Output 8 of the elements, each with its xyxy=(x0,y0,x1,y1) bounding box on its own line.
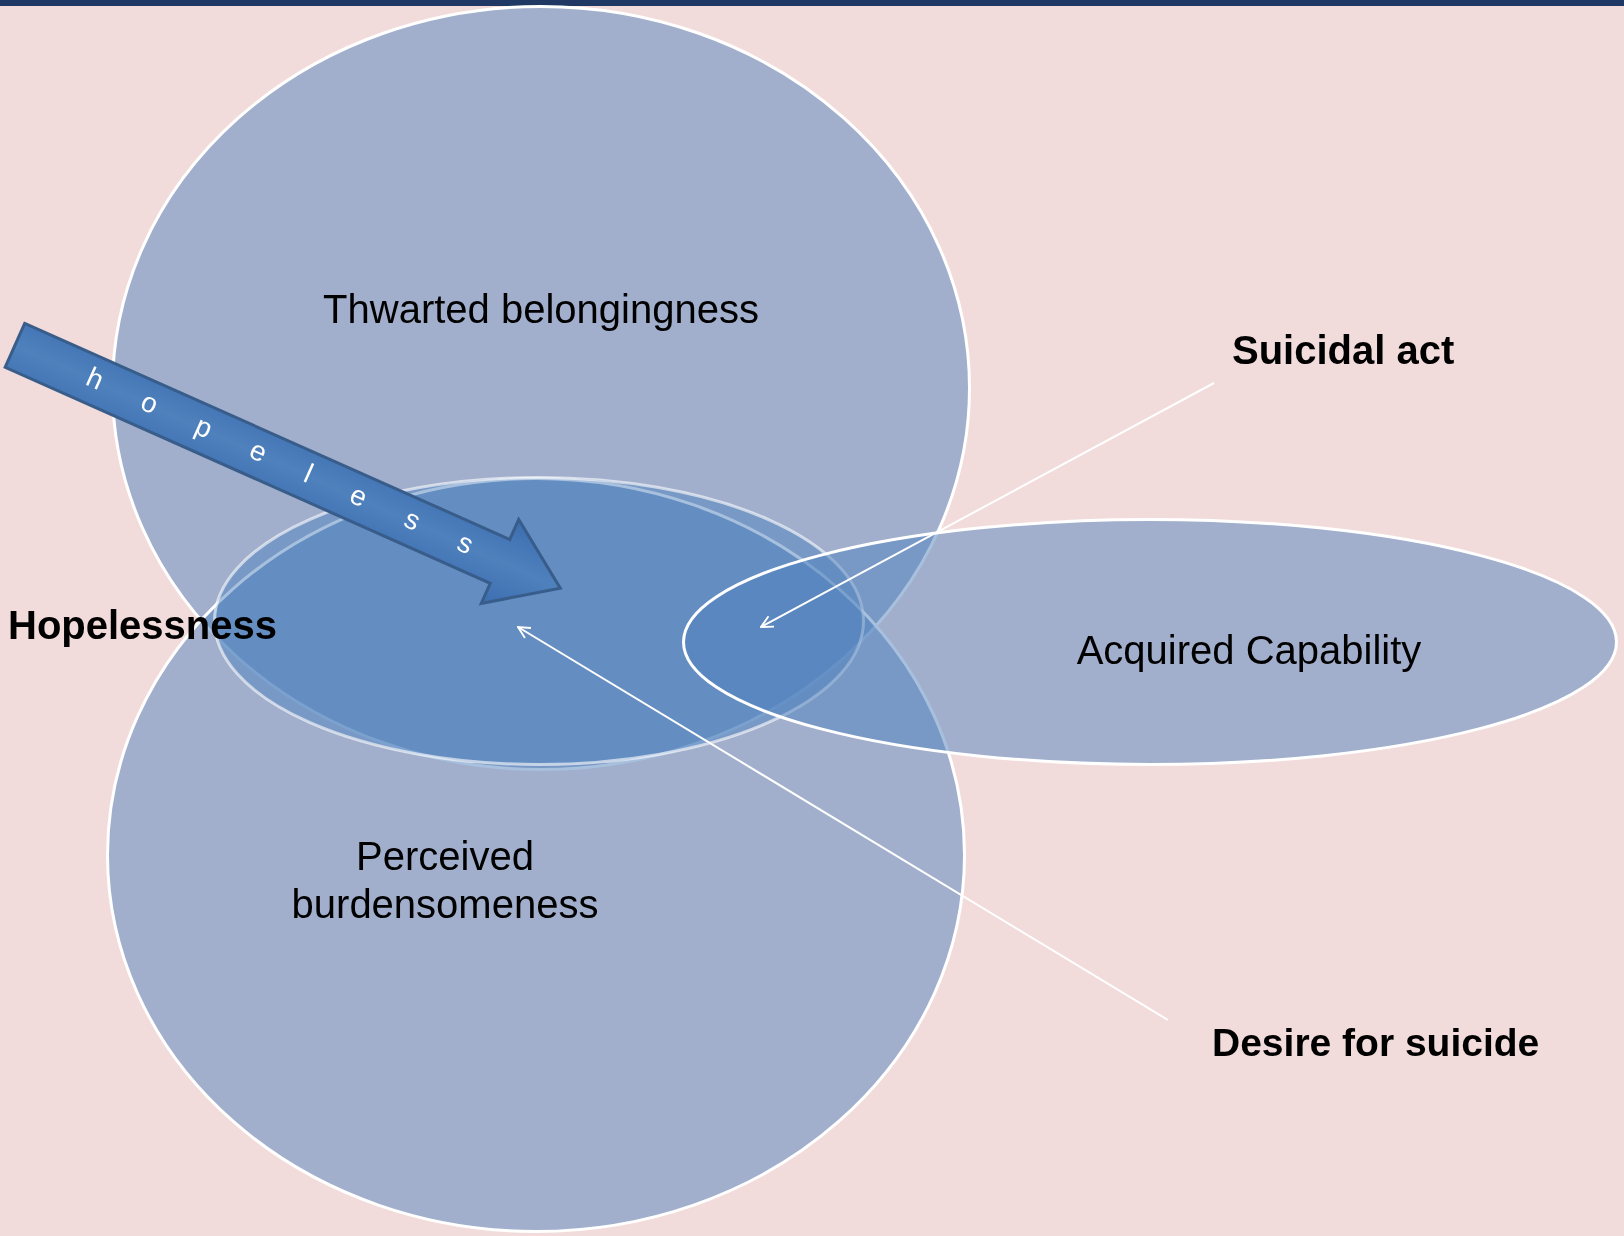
node-label: Thwarted belongingness xyxy=(322,286,760,333)
leader-line xyxy=(517,626,1169,1021)
callout-label: Suicidal act xyxy=(1232,327,1455,374)
ellipse-shape xyxy=(682,518,1618,766)
node-label: Acquired Capability xyxy=(1075,627,1423,674)
callout-label: Desire for suicide xyxy=(1212,1020,1540,1066)
node-label: Perceived burdensomeness xyxy=(290,833,600,928)
leader-line xyxy=(760,382,1215,628)
